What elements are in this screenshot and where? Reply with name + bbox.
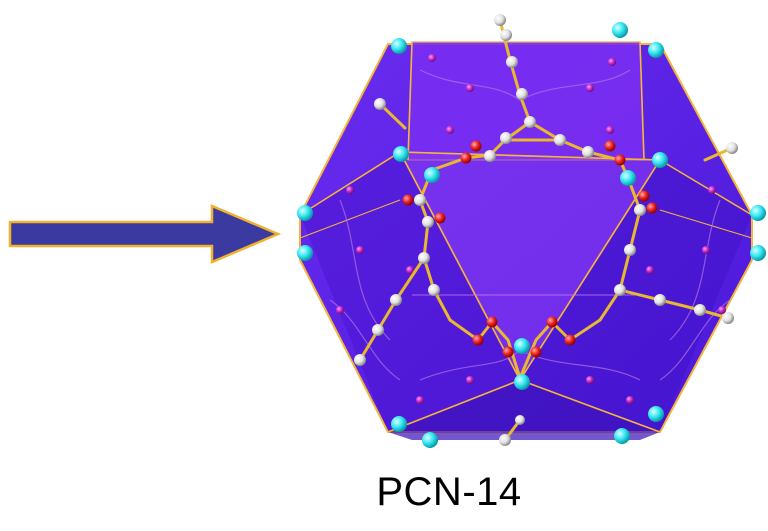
- metal-node: [614, 428, 630, 444]
- metal-node: [297, 245, 313, 261]
- metal-node: [393, 146, 409, 162]
- polyhedron-left-face: [300, 152, 520, 432]
- background-atoms: [336, 54, 726, 404]
- polyhedron-bottom-face: [388, 380, 660, 440]
- metal-node: [750, 245, 766, 261]
- arrow-pointer: [8, 204, 282, 264]
- metal-node: [648, 406, 664, 422]
- metal-node: [648, 42, 664, 58]
- figure-caption: PCN-14: [376, 470, 522, 514]
- metal-node: [652, 152, 668, 168]
- metal-node: [514, 338, 530, 354]
- metal-node: [391, 416, 407, 432]
- ligand-framework: [354, 14, 738, 446]
- metal-node: [514, 374, 530, 390]
- metal-node: [750, 205, 766, 221]
- metal-node: [297, 205, 313, 221]
- metal-node: [424, 167, 440, 183]
- carbon-atoms: [354, 14, 738, 446]
- metal-node: [422, 432, 438, 448]
- oxygen-atoms: [402, 140, 658, 358]
- polyhedron-cage: [299, 41, 753, 440]
- metal-node: [620, 170, 636, 186]
- metal-node: [612, 22, 628, 38]
- metal-node: [391, 38, 407, 54]
- polyhedron-right-face: [520, 160, 752, 432]
- metal-nodes: [297, 22, 766, 448]
